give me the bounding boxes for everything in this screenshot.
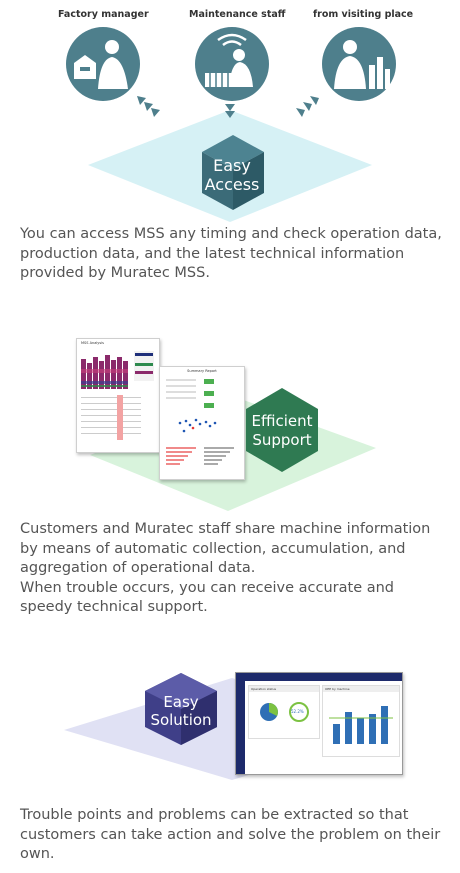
analysis-report-title: MSS Analysis bbox=[81, 341, 104, 345]
analysis-report-image: MSS Analysis bbox=[76, 338, 160, 453]
badge-efficient-support-line2: Support bbox=[252, 431, 311, 449]
summary-report-title: Summary Report bbox=[187, 369, 217, 373]
maintenance-staff-icon bbox=[195, 27, 269, 101]
scatter-points bbox=[178, 418, 217, 433]
efficient-support-hexagon: Efficient Support bbox=[246, 388, 318, 472]
access-diamond: Easy Access bbox=[88, 96, 372, 222]
easy-solution-hexagon: Easy Solution bbox=[145, 673, 217, 745]
summary-report-image: Summary Report bbox=[159, 366, 245, 480]
dashboard-donut-value: 52.2% bbox=[291, 709, 304, 714]
badge-easy-access-line1: Easy bbox=[213, 156, 251, 175]
efficient-support-description-line1: Customers and Muratec staff share machin… bbox=[20, 521, 431, 577]
role-label-factory-manager: Factory manager bbox=[58, 9, 149, 20]
role-label-maintenance-staff: Maintenance staff bbox=[189, 9, 286, 20]
badge-easy-access-line2: Access bbox=[205, 175, 260, 194]
analysis-bars bbox=[81, 355, 128, 389]
role-label-visiting-place: from visiting place bbox=[313, 9, 414, 20]
efficient-support-description-line2: When trouble occurs, you can receive acc… bbox=[20, 579, 395, 616]
visiting-place-icon bbox=[322, 27, 396, 101]
badge-efficient-support-line1: Efficient bbox=[251, 412, 312, 430]
arrow-markers bbox=[137, 96, 319, 118]
factory-manager-icon bbox=[66, 27, 140, 101]
badge-easy-solution-line2: Solution bbox=[150, 711, 211, 729]
badge-easy-solution-line1: Easy bbox=[163, 693, 198, 711]
efficient-support-description: Customers and Muratec staff share machin… bbox=[20, 520, 450, 618]
dashboard-sidebar bbox=[236, 681, 245, 774]
easy-access-description: You can access MSS any timing and check … bbox=[20, 226, 442, 282]
dashboard-right-panel: OEE by machine bbox=[322, 685, 400, 757]
dashboard-left-panel-title: Operation status bbox=[249, 686, 319, 692]
dashboard-header-bar bbox=[236, 673, 402, 681]
dashboard-left-panel: Operation status 52.2% bbox=[248, 685, 320, 739]
dashboard-right-panel-title: OEE by machine bbox=[323, 686, 399, 692]
easy-access-hexagon bbox=[202, 135, 264, 210]
easy-solution-description: Trouble points and problems can be extra… bbox=[20, 807, 441, 863]
dashboard-screenshot: Operation status 52.2% OEE by machine bbox=[235, 672, 403, 775]
